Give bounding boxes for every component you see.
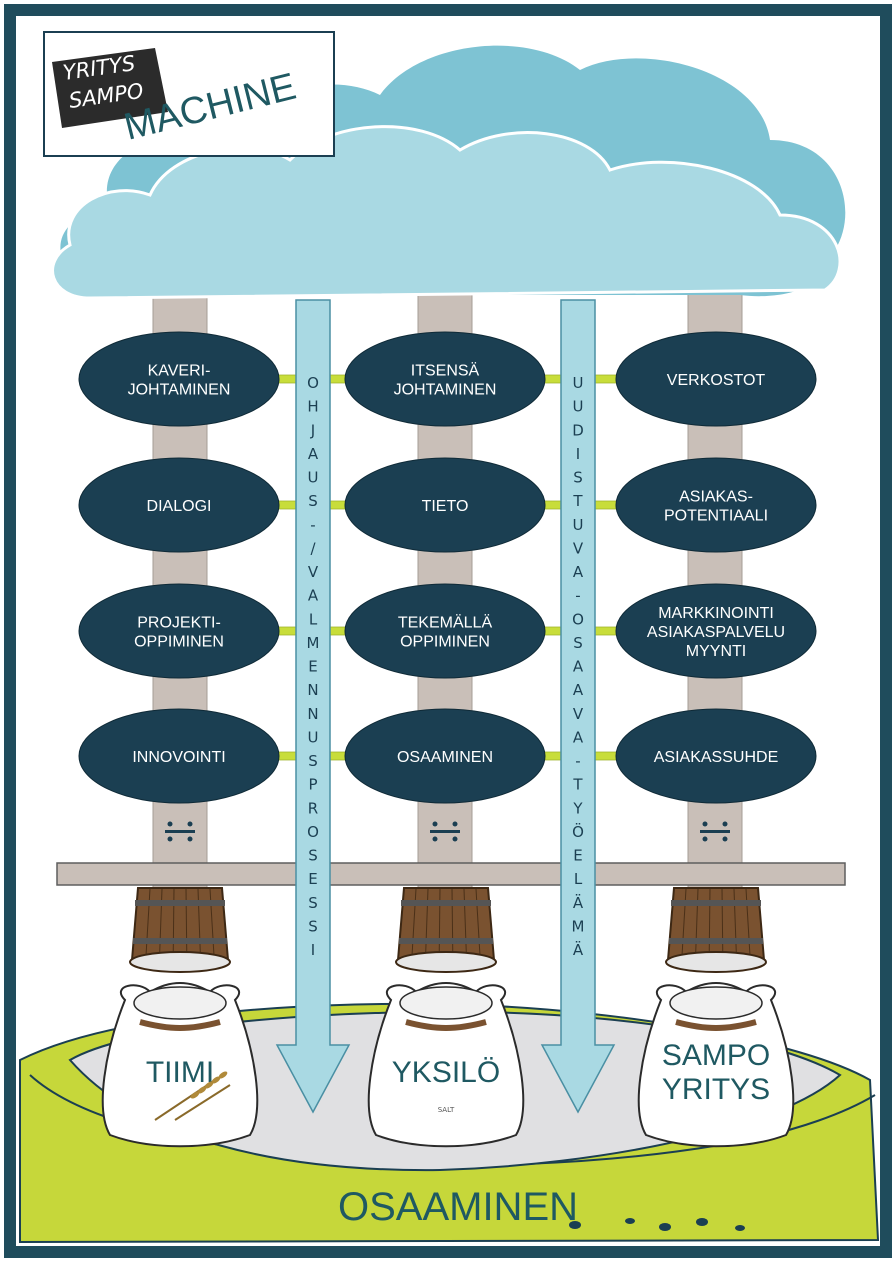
bag-label: TIIMI [146, 1056, 214, 1089]
bucket-icon [666, 888, 766, 972]
arrow-letter: A [573, 728, 584, 746]
node-label: POTENTIAALI [664, 508, 768, 525]
node-0-0: KAVERI- JOHTAMINEN [79, 332, 279, 426]
arrow-letter: Ö [572, 822, 584, 841]
arrow-letter: V [573, 539, 584, 557]
arrow-letter: U [573, 398, 584, 416]
node-2-2: MARKKINOINTI ASIAKASPALVELU MYYNTI [616, 584, 816, 678]
arrow-letter: A [573, 681, 584, 699]
arrow-letter: V [308, 563, 319, 581]
arrow-letter: S [308, 847, 318, 865]
node-0-1: DIALOGI [79, 458, 279, 552]
node-label: MARKKINOINTI [658, 605, 774, 622]
arrow-letter: P [308, 776, 317, 794]
arrow-letter: E [308, 870, 317, 888]
node-label: MYYNTI [686, 643, 746, 660]
node-label: VERKOSTOT [667, 372, 766, 389]
arrow-letter: N [307, 681, 318, 699]
arrow-letter: M [307, 634, 320, 652]
node-label: INNOVOINTI [132, 749, 225, 766]
arrow-letter: T [572, 492, 583, 510]
arrow-letter: I [576, 445, 580, 463]
node-label: DIALOGI [147, 498, 212, 515]
arrow-letter: D [572, 421, 584, 439]
arrow-letter: E [573, 847, 582, 865]
node-label: TEKEMÄLLÄ [398, 614, 493, 632]
node-label: ASIAKASPALVELU [647, 624, 785, 641]
node-2-0: VERKOSTOT [616, 332, 816, 426]
node-label: ITSENSÄ [411, 362, 480, 380]
arrow-letter: S [308, 492, 318, 510]
arrow-letter: M [572, 917, 585, 935]
crossbar [57, 863, 845, 885]
base-label: OSAAMINEN [338, 1185, 578, 1229]
bucket-icon [130, 888, 230, 972]
arrow-letter: I [311, 941, 315, 959]
node-label: JOHTAMINEN [394, 382, 497, 399]
node-label: PROJEKTI- [137, 615, 221, 632]
arrow-letter: - [575, 587, 580, 605]
arrow-letter: R [308, 799, 318, 817]
arrow-letter: E [308, 658, 317, 676]
arrow-letter: O [307, 374, 319, 392]
arrow-letter: S [308, 752, 318, 770]
arrow-letter: Ä [573, 893, 584, 912]
bucket-icon [396, 888, 496, 972]
node-label: KAVERI- [148, 363, 211, 380]
node-label: TIETO [422, 498, 469, 515]
sack-small-text: SALT [438, 1106, 455, 1114]
node-2-1: ASIAKAS- POTENTIAALI [616, 458, 816, 552]
node-1-0: ITSENSÄ JOHTAMINEN [345, 332, 545, 426]
arrow-letter: A [573, 563, 584, 581]
arrow-letter: U [308, 728, 319, 746]
bag-label: YRITYS [662, 1073, 770, 1106]
node-0-2: PROJEKTI- OPPIMINEN [79, 584, 279, 678]
arrow-letter: L [309, 610, 318, 628]
bag-label: SAMPO [662, 1039, 770, 1072]
node-label: OPPIMINEN [134, 634, 224, 651]
arrow-letter: - [575, 752, 580, 770]
arrow-letter: V [573, 705, 584, 723]
node-1-3: OSAAMINEN [345, 709, 545, 803]
node-1-1: TIETO [345, 458, 545, 552]
arrow-letter: T [572, 776, 583, 794]
arrow-letter: U [573, 516, 584, 534]
arrow-letter: S [573, 634, 583, 652]
node-2-3: ASIAKASSUHDE [616, 709, 816, 803]
arrow-letter: O [307, 823, 319, 841]
arrow-letter: S [308, 917, 318, 935]
arrow-letter: S [308, 894, 318, 912]
node-label: JOHTAMINEN [128, 382, 231, 399]
arrow-letter: U [308, 469, 319, 487]
arrow-letter: N [307, 705, 318, 723]
arrow-letter: - [310, 516, 315, 534]
arrow-letter: L [574, 870, 583, 888]
node-0-3: INNOVOINTI [79, 709, 279, 803]
bag-label: YKSILÖ [392, 1056, 500, 1089]
arrow-letter: A [308, 445, 319, 463]
arrow-letter: J [310, 421, 315, 439]
node-label: ASIAKAS- [679, 489, 753, 506]
node-1-2: TEKEMÄLLÄ OPPIMINEN [345, 584, 545, 678]
arrow-letter: U [573, 374, 584, 392]
arrow-letter: H [307, 398, 318, 416]
arrow-letter: A [308, 587, 319, 605]
node-label: ASIAKASSUHDE [654, 749, 778, 766]
arrow-letter: A [573, 658, 584, 676]
arrow-letter: O [572, 610, 584, 628]
arrow-letter: S [573, 469, 583, 487]
arrow-letter: Ä [573, 940, 584, 959]
node-label: OSAAMINEN [397, 749, 493, 766]
node-label: OPPIMINEN [400, 634, 490, 651]
arrow-letter: Y [572, 799, 583, 817]
logo-area: YRITYS SAMPO MACHINE [44, 32, 334, 156]
